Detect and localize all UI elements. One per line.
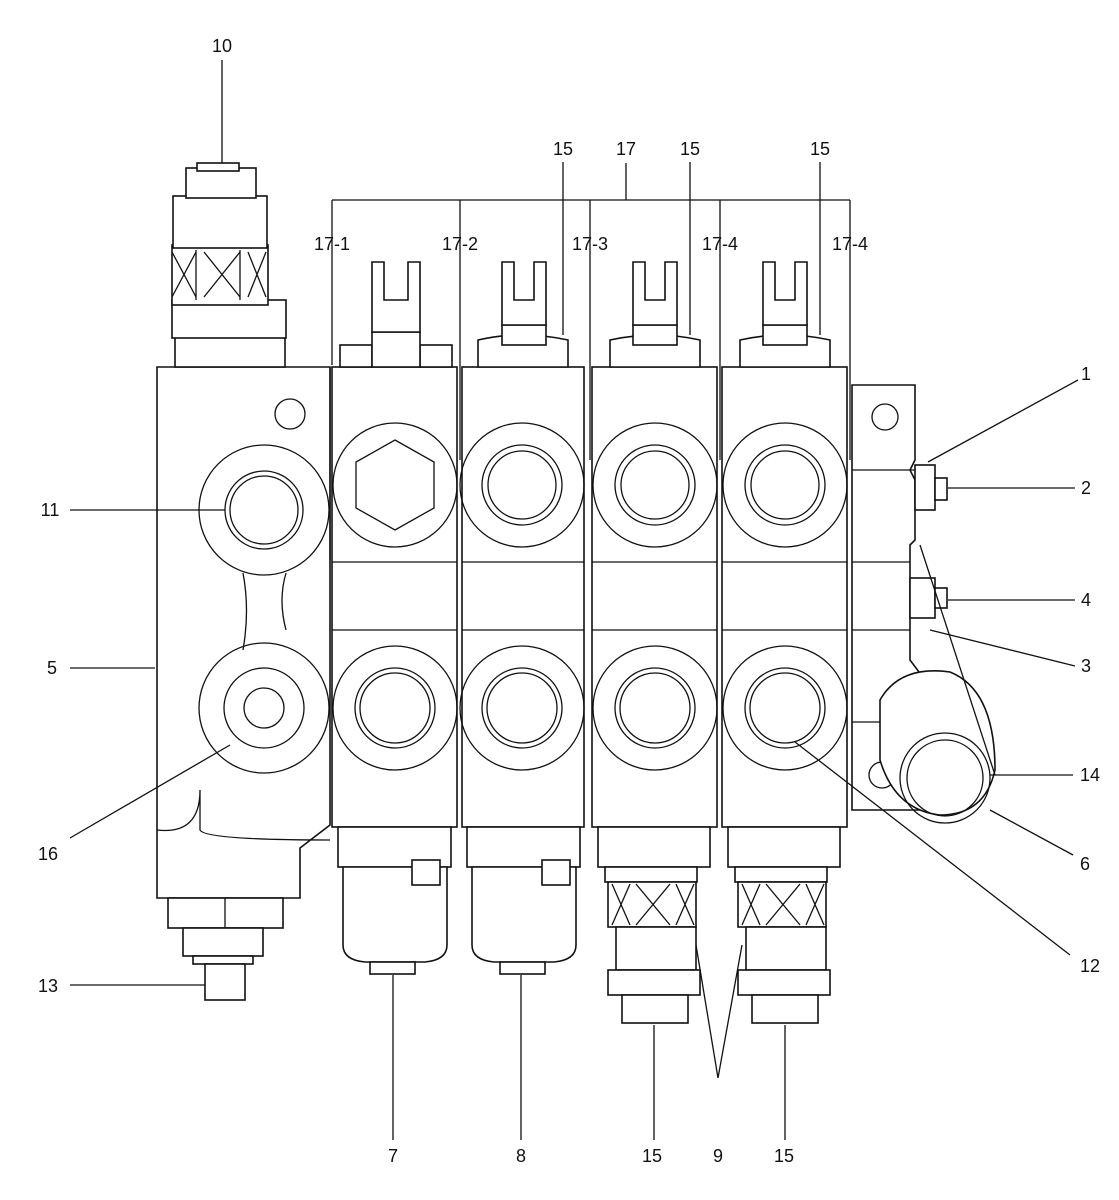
callout-7: 7 — [388, 1146, 398, 1166]
spool-cap-1 — [337, 826, 452, 975]
callout-12: 12 — [1080, 956, 1100, 976]
work-section-2 — [459, 261, 585, 828]
callout-14: 14 — [1080, 765, 1100, 785]
callout-11: 11 — [41, 500, 60, 520]
callout-1: 1 — [1081, 364, 1091, 384]
inlet-body — [156, 366, 331, 899]
relief-valve-cartridge — [171, 162, 287, 368]
callout-5: 5 — [47, 658, 57, 678]
callout-17-1: 17-1 — [314, 234, 350, 254]
callout-15-bottom-1: 15 — [642, 1146, 662, 1166]
callout-17-4-a: 17-4 — [702, 234, 738, 254]
work-section-1 — [331, 261, 458, 828]
callout-17-4-b: 17-4 — [832, 234, 868, 254]
bottom-plug-stack — [167, 897, 284, 1001]
callout-15-top-2: 15 — [680, 139, 700, 159]
callout-4: 4 — [1081, 590, 1091, 610]
outlet-end-cover — [851, 384, 996, 824]
callout-17-2: 17-2 — [442, 234, 478, 254]
callout-8: 8 — [516, 1146, 526, 1166]
spool-cap-2 — [466, 826, 581, 975]
leader-lines — [69, 60, 1079, 1140]
callout-17: 17 — [616, 139, 636, 159]
work-section-4 — [721, 261, 848, 828]
callout-6: 6 — [1080, 854, 1090, 874]
callout-15-top-3: 15 — [810, 139, 830, 159]
callout-15-bottom-2: 15 — [774, 1146, 794, 1166]
callout-labels: 10 17 15 15 15 17-1 17-2 17-3 17-4 17-4 … — [38, 36, 1100, 1166]
detent-cartridge-3 — [597, 826, 711, 1024]
callout-17-3: 17-3 — [572, 234, 608, 254]
callout-3: 3 — [1081, 656, 1091, 676]
callout-10: 10 — [212, 36, 232, 56]
detent-cartridge-4 — [727, 826, 841, 1024]
callout-15-top-1: 15 — [553, 139, 573, 159]
work-section-3 — [591, 261, 718, 828]
callout-16: 16 — [38, 844, 58, 864]
callout-9: 9 — [713, 1146, 723, 1166]
callout-13: 13 — [38, 976, 58, 996]
callout-2: 2 — [1081, 478, 1091, 498]
